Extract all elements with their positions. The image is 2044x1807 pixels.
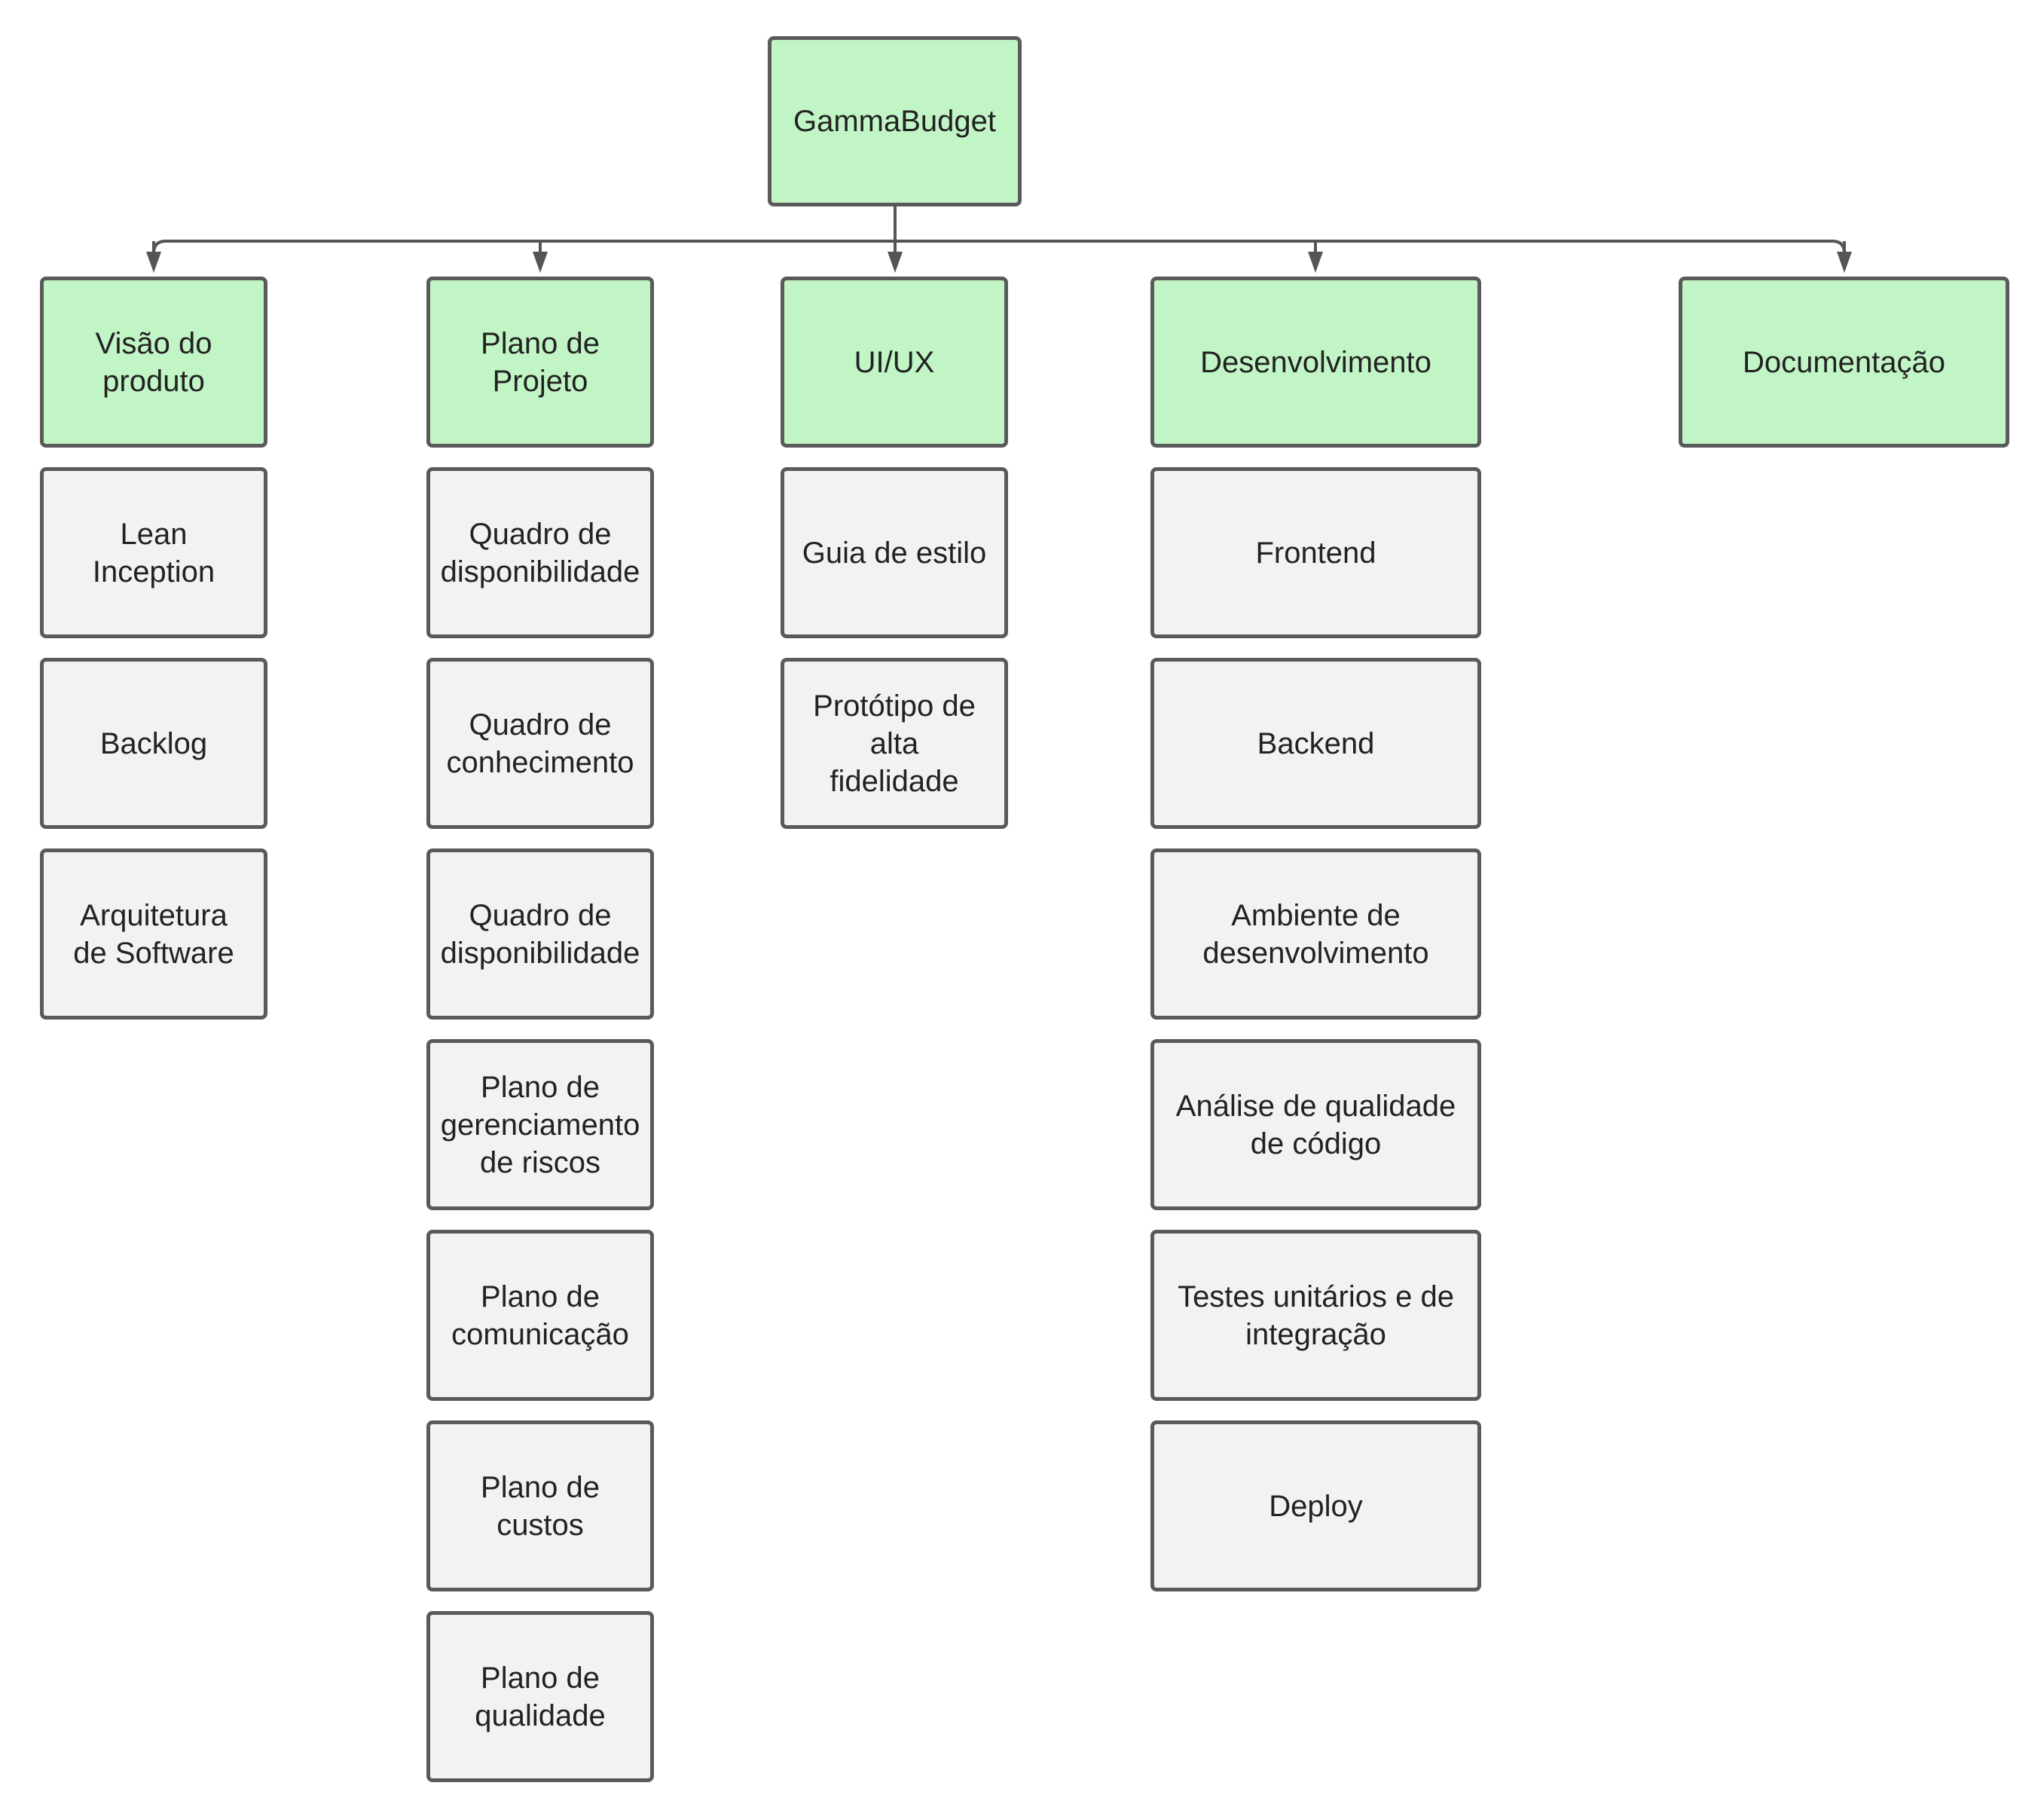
item-testes-unitarios-e-de-integracao: Testes unitários e de integração [1150,1230,1481,1401]
item-prototipo-de-alta-fidelidade: Protótipo de alta fidelidade [781,658,1008,829]
arrowhead-uiux [888,252,903,273]
arrowhead-desenv [1308,252,1323,273]
arrowhead-visao [146,252,161,273]
branch-ui-ux: UI/UX [781,277,1008,448]
item-backlog: Backlog [40,658,267,829]
item-arquitetura-de-software: Arquitetura de Software [40,848,267,1020]
item-ambiente-de-desenvolvimento: Ambiente de desenvolvimento [1150,848,1481,1020]
branch-documentacao: Documentação [1679,277,2009,448]
root-node: GammaBudget [768,36,1022,206]
item-plano-de-gerenciamento-de-riscos: Plano de gerenciamento de riscos [426,1039,654,1210]
item-deploy: Deploy [1150,1420,1481,1591]
item-quadro-de-conhecimento: Quadro de conhecimento [426,658,654,829]
item-frontend: Frontend [1150,467,1481,638]
arrowhead-doc [1837,252,1852,273]
bus-line [152,240,1846,254]
item-plano-de-custos: Plano de custos [426,1420,654,1591]
item-quadro-de-disponibilidade-1: Quadro de disponibilidade [426,467,654,638]
item-plano-de-qualidade: Plano de qualidade [426,1611,654,1782]
item-analise-de-qualidade-de-codigo: Análise de qualidade de código [1150,1039,1481,1210]
branch-plano-de-projeto: Plano de Projeto [426,277,654,448]
item-quadro-de-disponibilidade-2: Quadro de disponibilidade [426,848,654,1020]
item-plano-de-comunicacao: Plano de comunicação [426,1230,654,1401]
arrowhead-plano [533,252,548,273]
item-guia-de-estilo: Guia de estilo [781,467,1008,638]
branch-desenvolvimento: Desenvolvimento [1150,277,1481,448]
item-lean-inception: Lean Inception [40,467,267,638]
branch-visao-do-produto: Visão do produto [40,277,267,448]
item-backend: Backend [1150,658,1481,829]
